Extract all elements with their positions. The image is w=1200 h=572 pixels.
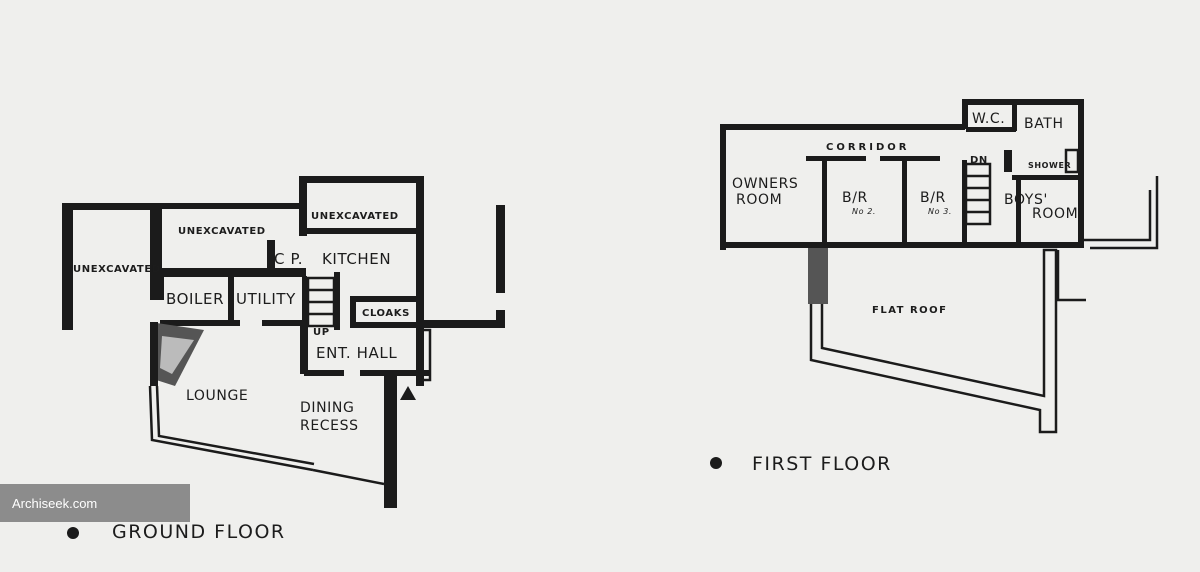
room-label-flat-roof: FLAT ROOF [872,305,948,316]
ground-floor-bullet-icon [67,527,79,539]
room-label-cp: C P. [274,250,303,268]
room-label-boys-line1: BOYS' [1004,192,1048,208]
room-label-kitchen: KITCHEN [322,250,391,268]
room-label-wc: W.C. [972,111,1005,127]
room-label-br2-no: No 2. [852,207,876,216]
room-label-utility: UTILITY [236,290,296,308]
room-label-bath: BATH [1024,116,1064,132]
room-label-shower: SHOWER [1028,161,1071,170]
room-label-corridor: CORRIDOR [826,142,909,153]
room-label-unexcavated-left: UNEXCAVATED [73,264,161,275]
caption-first-floor: FIRST FLOOR [752,453,892,475]
room-label-br3-no: No 3. [928,207,952,216]
room-label-up: UP [313,327,330,338]
room-label-boys-line2: ROOM [1032,206,1078,222]
room-label-boiler: BOILER [166,290,224,308]
room-label-dining: DINING [300,400,354,416]
room-label-ent-hall: ENT. HALL [316,344,397,362]
first-floor-plan [720,99,1159,434]
room-label-br2: B/R [842,190,868,206]
caption-ground-floor: GROUND FLOOR [112,521,286,543]
room-label-br3: B/R [920,190,946,206]
ground-floor-plan [62,176,505,508]
room-label-unexcavated-mid: UNEXCAVATED [178,226,266,237]
room-label-owners-line2: ROOM [736,192,782,208]
room-label-recess: RECESS [300,418,359,434]
room-label-unexcavated-right: UNEXCAVATED [311,211,399,222]
archiseek-watermark: Archiseek.com [0,484,190,522]
room-label-dn: DN [970,155,988,166]
room-label-cloaks: CLOAKS [362,308,410,319]
room-label-lounge: LOUNGE [186,388,248,404]
first-floor-bullet-icon [710,457,722,469]
room-label-owners-line1: OWNERS [732,176,798,192]
